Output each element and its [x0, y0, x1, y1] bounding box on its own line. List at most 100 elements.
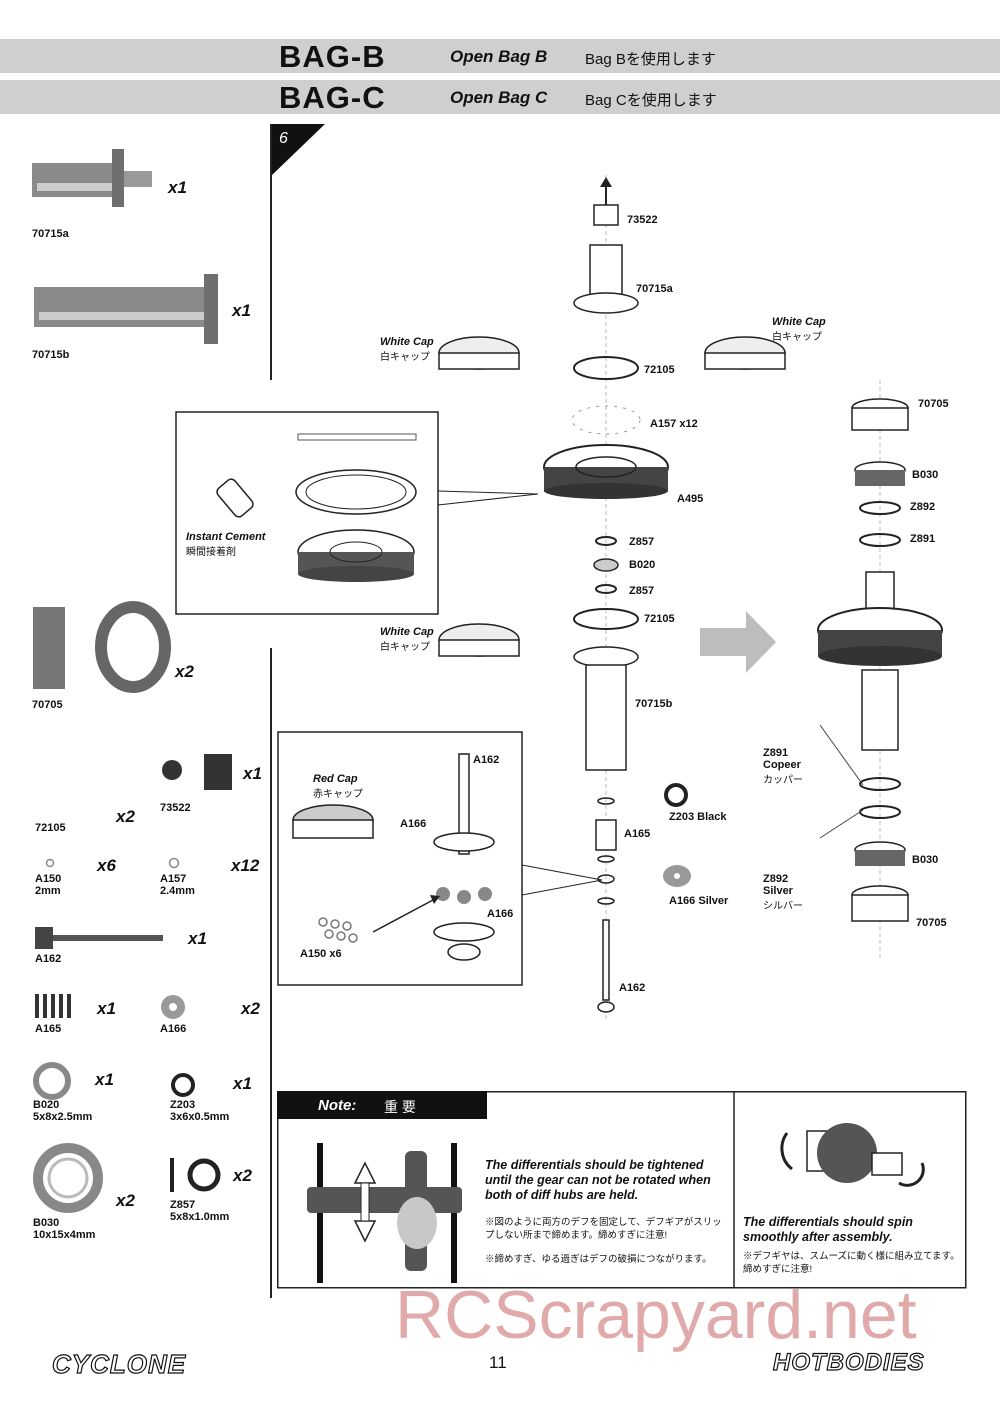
header-band-bag-c [0, 80, 1000, 114]
part-qty-a162: x1 [188, 929, 207, 948]
step-number: 6 [279, 130, 288, 147]
hub-70715a-icon [32, 149, 152, 207]
right-label-silver-jp: シルバー [763, 901, 803, 912]
part-code-72105: 72105 [35, 822, 66, 834]
label-a495: A495 [677, 493, 704, 505]
label-a162-main: A162 [619, 982, 646, 994]
bag-c-jp: Bag Cを使用します [585, 92, 717, 109]
label-72105-upper: 72105 [644, 364, 675, 376]
inset-label-a166-bottom: A166 [487, 908, 514, 920]
right-label-70705-top: 70705 [918, 398, 949, 410]
nut-70705-icon [33, 601, 171, 693]
inset-connector-lower [521, 864, 603, 896]
bearing-b020-icon [33, 1062, 71, 1100]
part-code-b020: B020 [33, 1099, 60, 1111]
white-cap-left [438, 336, 520, 370]
part-code-z857: Z857 [170, 1199, 196, 1211]
part-qty-z203: x1 [233, 1074, 252, 1093]
note-left-jp1: ※図のように両方のデフを固定して、デフギアがスリップしない所まで締めます。締めす… [485, 1217, 722, 1241]
note-box [277, 1091, 967, 1289]
divider-lower [270, 648, 272, 1298]
part-size-a150: 2mm [35, 885, 61, 897]
inset-connector-upper [437, 490, 539, 506]
bag-c-open: Open Bag C [450, 88, 548, 107]
part-qty-72105: x2 [116, 807, 135, 826]
red-cap-jp: 赤キャップ [313, 789, 363, 800]
right-label-70705-bottom: 70705 [916, 917, 947, 929]
inset-label-a166-top: A166 [400, 818, 427, 830]
note-right-jp: ※デフギヤは、スムーズに動く様に組み立てます。締めすぎに注意! [743, 1251, 960, 1275]
red-cap-label: Red Cap [313, 773, 358, 785]
inset-instant-cement [175, 411, 439, 615]
part-code-a150: A150 [35, 873, 62, 885]
right-label-z892: Z892 [763, 873, 789, 885]
note-title: Note: [318, 1097, 357, 1114]
part-size-b020: 5x8x2.5mm [33, 1111, 93, 1123]
part-qty-70705: x2 [175, 662, 194, 681]
part-code-70705: 70705 [32, 699, 63, 711]
bag-b-open: Open Bag B [450, 47, 548, 66]
white-cap-jp-3: 白キャップ [380, 642, 430, 653]
white-cap-jp-1: 白キャップ [380, 352, 430, 363]
part-code-z203: Z203 [170, 1099, 196, 1111]
logo-hotbodies: HOTBODIES [772, 1348, 925, 1376]
note-right-en: The differentials should spin smoothly a… [743, 1215, 913, 1244]
part-size-b030: 10x15x4mm [33, 1229, 96, 1241]
logo-cyclone: CYCLONE [51, 1348, 187, 1379]
note-left-jp2: ※締めすぎ、ゆる過ぎはデフの破損につながります。 [485, 1254, 712, 1265]
part-code-73522: 73522 [160, 802, 191, 814]
part-code-a162: A162 [35, 953, 62, 965]
right-label-copeer-jp: カッパー [763, 775, 803, 786]
part-qty-a150: x6 [97, 856, 116, 875]
washer-a166-silver-icon [663, 865, 691, 887]
step-marker [271, 124, 325, 176]
right-label-z891-top: Z891 [910, 533, 936, 545]
watermark: RCScrapyard.net [395, 1277, 917, 1353]
part-code-70715a: 70715a [32, 228, 69, 240]
ball-a150-icon [45, 858, 55, 868]
part-code-a166: A166 [160, 1023, 187, 1035]
header-band-bag-b [0, 39, 1000, 73]
label-z857-upper: Z857 [629, 536, 655, 548]
part-qty-z857: x2 [233, 1166, 252, 1185]
leader-lines [819, 724, 864, 839]
instant-cement-label: Instant Cement [186, 531, 266, 543]
note-left-en: The differentials should be tightened un… [485, 1158, 711, 1202]
cap-73522-icon [162, 754, 232, 790]
bag-b-title: BAG-B [279, 39, 386, 74]
part-code-a165: A165 [35, 1023, 62, 1035]
white-cap-lower [438, 623, 520, 657]
part-qty-73522: x1 [243, 764, 262, 783]
label-73522: 73522 [627, 214, 658, 226]
hub-70715b-icon [34, 274, 218, 344]
label-b020: B020 [629, 559, 656, 571]
part-size-z857: 5x8x1.0mm [170, 1211, 230, 1223]
part-size-a157: 2.4mm [160, 885, 195, 897]
divider-upper [270, 124, 272, 380]
right-label-z891: Z891 [763, 747, 789, 759]
part-qty-b030: x2 [116, 1191, 135, 1210]
right-label-z892-top: Z892 [910, 501, 936, 513]
label-a166-silver: A166 Silver [669, 895, 729, 907]
part-qty-a165: x1 [97, 999, 116, 1018]
spring-a165-icon [35, 994, 71, 1018]
page-number: 11 [489, 1353, 507, 1372]
right-label-b030-top: B030 [912, 469, 939, 481]
white-cap-label-2: White Cap [772, 316, 826, 328]
assembled-diff-diagram [817, 380, 943, 960]
bag-b-jp: Bag Bを使用します [585, 51, 716, 68]
part-size-z203: 3x6x0.5mm [170, 1111, 230, 1123]
instant-cement-jp: 瞬間接着剤 [186, 547, 236, 558]
inset-red-cap [277, 731, 523, 986]
exploded-diff-diagram [543, 175, 669, 1020]
part-qty-70715a: x1 [168, 178, 187, 197]
label-72105-lower: 72105 [644, 613, 675, 625]
bag-c-title: BAG-C [279, 80, 386, 115]
label-a165: A165 [624, 828, 651, 840]
bearing-b030-icon [33, 1143, 103, 1213]
inset-label-a150x6: A150 x6 [300, 948, 342, 960]
right-label-b030-bottom: B030 [912, 854, 939, 866]
part-code-a157: A157 [160, 873, 187, 885]
right-label-silver: Silver [763, 885, 793, 897]
label-70715b: 70715b [635, 698, 673, 710]
